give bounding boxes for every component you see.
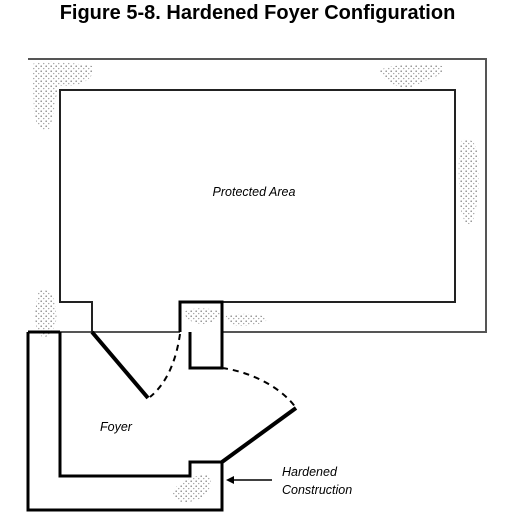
hardened-patch-bottom xyxy=(172,474,211,503)
outer-door-leaf xyxy=(220,406,298,464)
figure-title: Figure 5-8. Hardened Foyer Configuration xyxy=(59,2,456,24)
outer-door-swing-arc xyxy=(221,367,297,409)
hardened-patch-top-right xyxy=(380,64,443,88)
entry-post xyxy=(178,300,224,370)
foyer-inner-wall xyxy=(58,332,222,478)
hardened-patch-left-mid xyxy=(35,290,57,338)
hardened-patch-top-left xyxy=(32,61,93,131)
inner-door-swing-arc xyxy=(149,333,181,398)
leader-arrowhead xyxy=(226,476,234,484)
hardened-patch-right xyxy=(458,139,479,225)
foyer-outer-wall xyxy=(26,332,224,512)
hardened-patch-wall-strip xyxy=(226,313,268,326)
foyer-label: Foyer xyxy=(100,420,133,434)
hardened-label-line1: Hardened xyxy=(282,465,338,479)
protected-area-label: Protected Area xyxy=(213,185,296,199)
hardened-patch-doorway xyxy=(184,308,221,324)
inner-door-leaf xyxy=(90,330,150,400)
hardened-label-line2: Construction xyxy=(282,483,352,497)
protected-area-outline xyxy=(59,89,456,332)
